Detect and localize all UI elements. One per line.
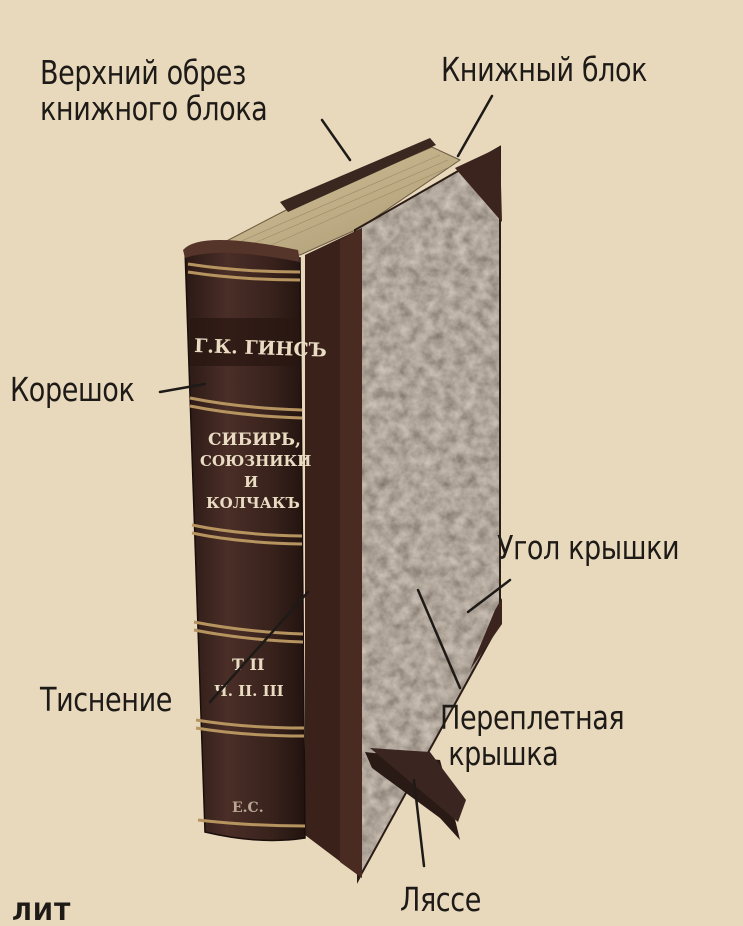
spine-gold-bands bbox=[187, 262, 306, 828]
label-spine: Корешок bbox=[10, 370, 135, 409]
label-embossing: Тиснение bbox=[40, 680, 172, 719]
leader-embossing bbox=[208, 590, 310, 704]
spine-volume-line2: Ч. II. III bbox=[214, 682, 284, 700]
label-book-block: Книжный блок bbox=[441, 50, 648, 89]
leader-bookmark bbox=[412, 778, 426, 868]
label-top-edge: Верхний обрез книжного блока bbox=[40, 53, 268, 128]
label-bookmark: Ляссе bbox=[400, 880, 481, 919]
leader-top-edge bbox=[320, 118, 352, 162]
spine-author-panel bbox=[190, 318, 298, 366]
leader-cover-corner bbox=[466, 578, 512, 614]
leader-lines bbox=[158, 94, 512, 868]
leader-spine bbox=[158, 382, 207, 394]
label-cover-corner: Угол крышки bbox=[497, 528, 680, 567]
spine-title-line3: И bbox=[244, 473, 258, 491]
cover-corner bbox=[455, 147, 502, 222]
spine-title-line1: СИБИРЬ, bbox=[208, 430, 301, 450]
bookmark-ribbon bbox=[365, 748, 466, 840]
spine-bottom-initials: Е.С. bbox=[232, 800, 264, 816]
leader-binding-cover bbox=[416, 588, 462, 690]
spine-title-line2: СОЮЗНИКИ bbox=[200, 452, 311, 470]
leader-book-block bbox=[456, 94, 494, 158]
label-binding-cover: Переплетная крышка bbox=[440, 698, 625, 773]
spine-title-line4: КОЛЧАКЪ bbox=[206, 494, 300, 512]
logo: ЛИТ bbox=[12, 898, 72, 926]
spine-author: Г.К. ГИНСЪ bbox=[194, 335, 327, 362]
page-lines bbox=[229, 154, 453, 250]
